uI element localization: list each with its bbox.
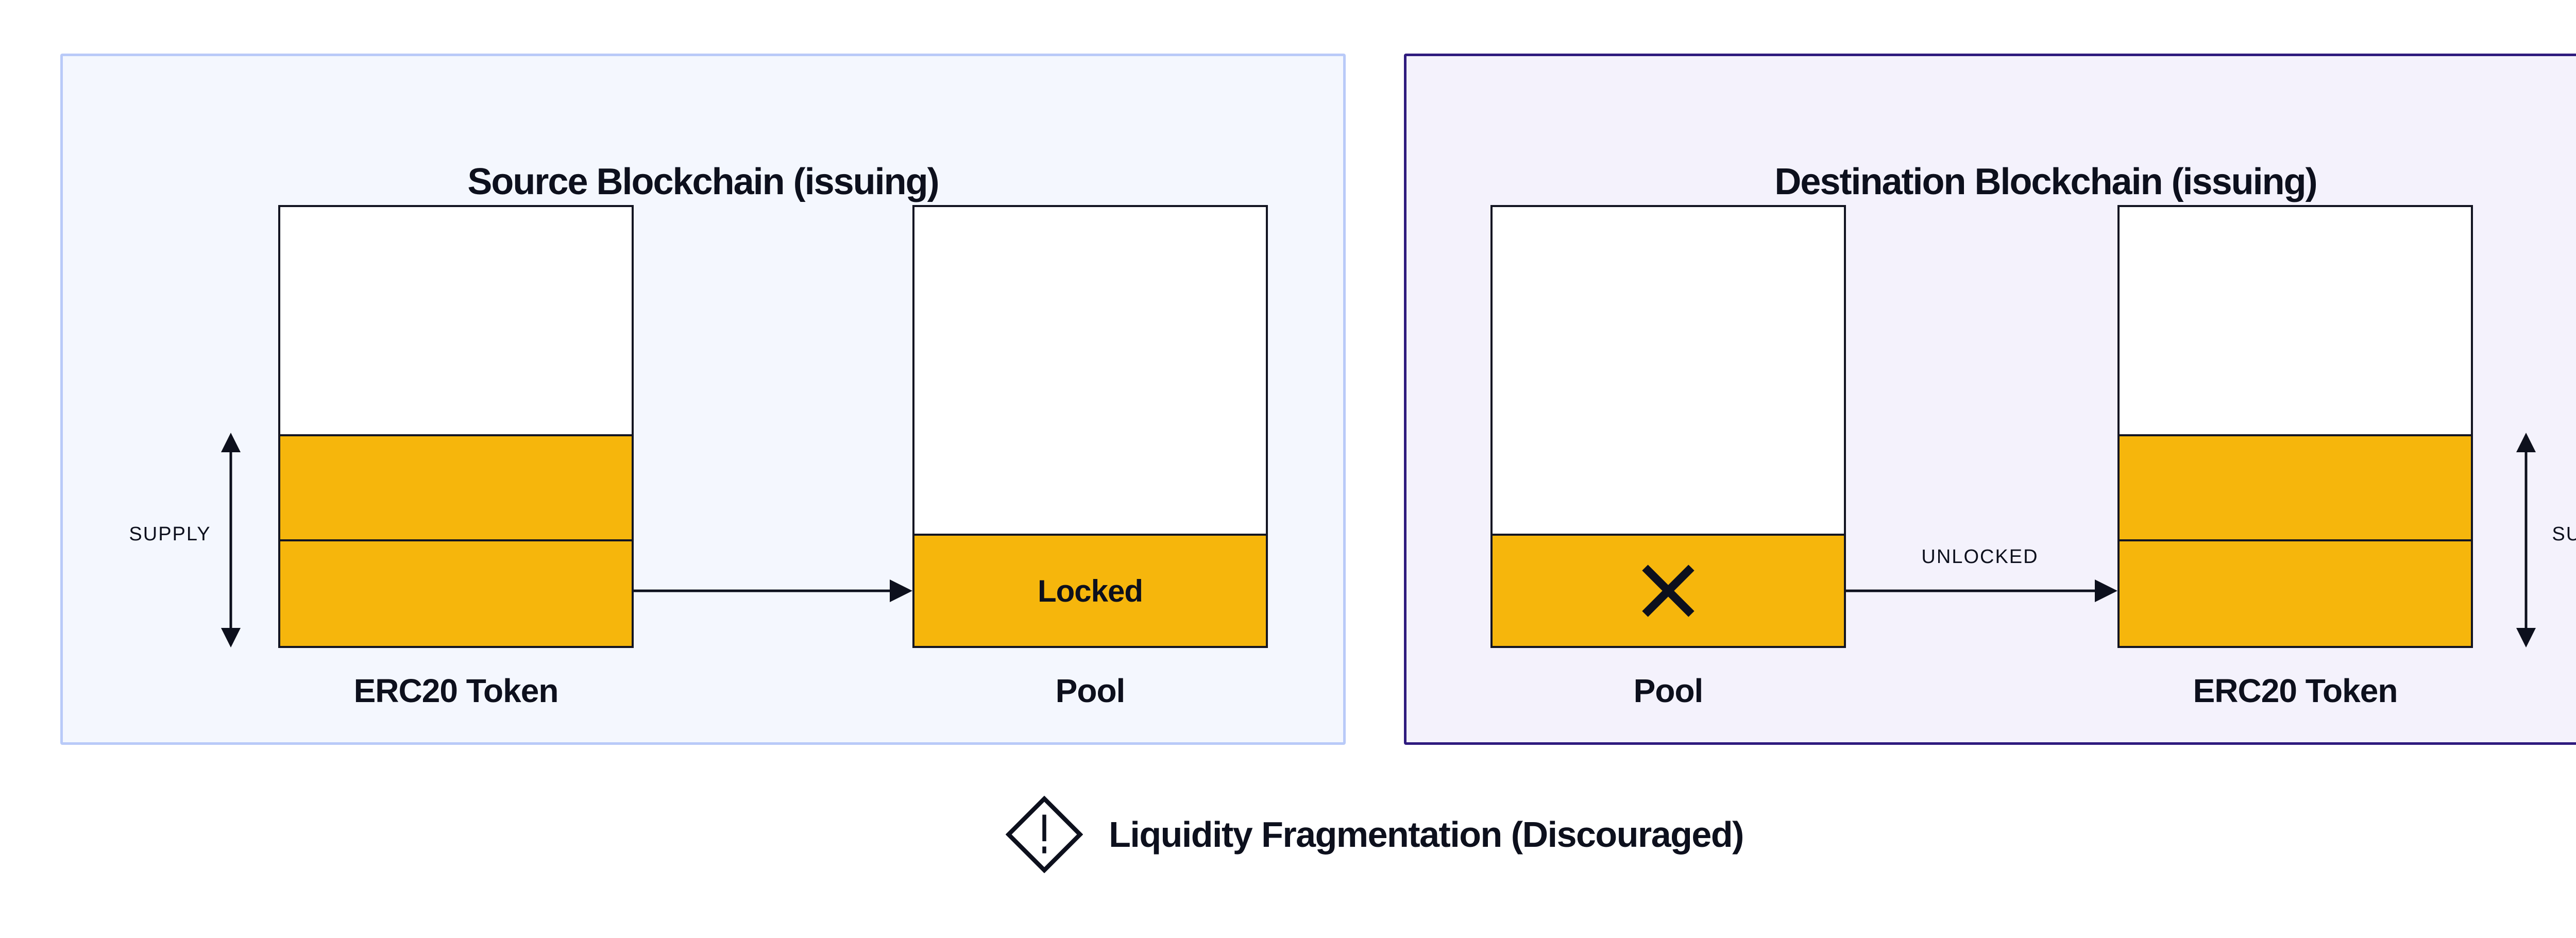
source-erc20-supply-segment-lower xyxy=(280,539,632,646)
source-erc20-supply-segment-upper xyxy=(280,434,632,539)
source-supply-extent-arrow xyxy=(218,433,244,647)
destination-erc20-token-label: ERC20 Token xyxy=(2193,672,2398,709)
arrow-right-icon xyxy=(1846,579,2117,602)
destination-pool-fill xyxy=(1493,534,1844,646)
source-pool-box: Locked xyxy=(912,205,1268,648)
double-arrow-vertical-icon xyxy=(2516,433,2536,647)
destination-transfer-arrow xyxy=(1846,575,2117,606)
destination-blockchain-panel: Destination Blockchain (issuing) UNLOCKE… xyxy=(1404,54,2576,745)
source-blockchain-panel: Source Blockchain (issuing) Locked xyxy=(60,54,1346,745)
locked-label: Locked xyxy=(1037,573,1143,608)
destination-panel-title: Destination Blockchain (issuing) xyxy=(1774,161,2317,202)
double-arrow-vertical-icon xyxy=(221,433,241,647)
source-panel-title: Source Blockchain (issuing) xyxy=(467,161,939,202)
source-supply-label: SUPPLY xyxy=(129,523,211,545)
caption: Liquidity Fragmentation (Discouraged) xyxy=(0,796,2576,873)
arrow-right-icon xyxy=(634,579,912,602)
destination-pool-box xyxy=(1490,205,1846,648)
source-erc20-token-label: ERC20 Token xyxy=(353,672,559,709)
destination-erc20-token-box xyxy=(2117,205,2473,648)
destination-supply-label: SUPPLY xyxy=(2552,523,2576,545)
unlocked-label: UNLOCKED xyxy=(1921,546,2039,568)
warning-diamond-icon xyxy=(1006,796,1083,873)
x-icon xyxy=(1642,565,1694,617)
source-pool-label: Pool xyxy=(1055,672,1126,709)
destination-pool-label: Pool xyxy=(1633,672,1704,709)
destination-supply-extent-arrow xyxy=(2513,433,2539,647)
destination-erc20-supply-segment-lower xyxy=(2120,539,2471,646)
source-erc20-token-box xyxy=(278,205,634,648)
source-transfer-arrow xyxy=(634,575,912,606)
source-pool-locked-fill: Locked xyxy=(914,534,1266,646)
destination-erc20-supply-segment-upper xyxy=(2120,434,2471,539)
caption-text: Liquidity Fragmentation (Discouraged) xyxy=(1109,814,1744,855)
